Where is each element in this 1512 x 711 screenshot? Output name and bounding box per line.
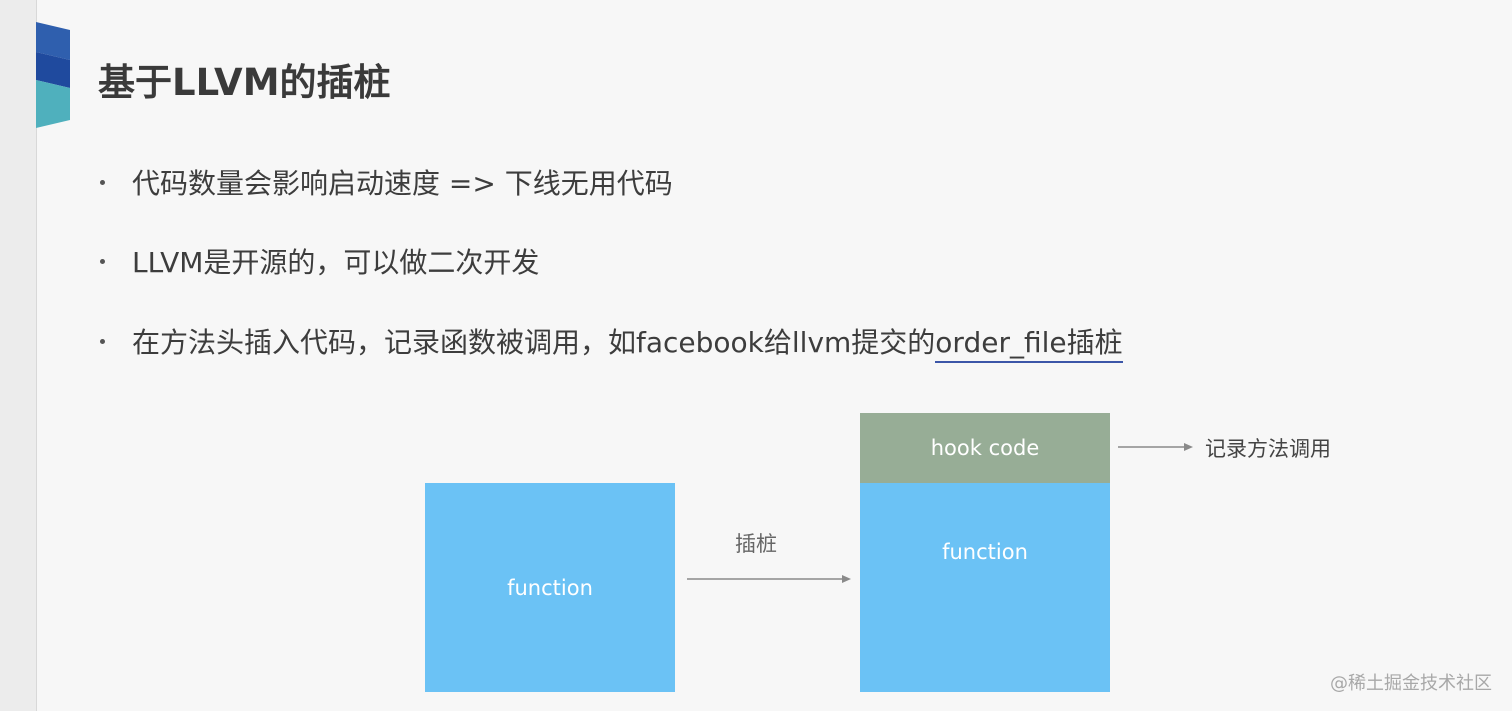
bullet-text: LLVM是开源的，可以做二次开发 (132, 246, 540, 279)
title-accent-decoration (36, 22, 70, 128)
instrument-arrow-label: 插桩 (735, 532, 777, 556)
hook-code-label: hook code (930, 436, 1040, 460)
bullet-text: 代码数量会影响启动速度 => 下线无用代码 (132, 167, 673, 200)
bullet-item-2: LLVM是开源的，可以做二次开发 (100, 241, 539, 281)
bullet-dot (100, 258, 105, 264)
instrument-arrow-icon (687, 575, 851, 583)
function-box-before-label: function (507, 575, 593, 600)
bullet-item-1: 代码数量会影响启动速度 => 下线无用代码 (100, 162, 673, 202)
slide-title: 基于LLVM的插桩 (98, 61, 391, 104)
bullet-dot (100, 338, 105, 344)
order-file-link[interactable]: order_file插桩 (935, 326, 1123, 363)
function-box-after-label: function (942, 540, 1028, 564)
slide-left-margin (0, 0, 36, 711)
record-call-label: 记录方法调用 (1205, 437, 1331, 461)
bullet-dot (100, 179, 105, 185)
hook-code-box: hook code (860, 413, 1110, 483)
watermark: @稀土掘金技术社区 (1330, 673, 1492, 694)
function-box-after: function (860, 483, 1110, 692)
slide-left-divider (36, 0, 37, 711)
bullet-item-3: 在方法头插入代码，记录函数被调用，如facebook给llvm提交的order_… (100, 321, 1123, 363)
bullet-text: 在方法头插入代码，记录函数被调用，如facebook给llvm提交的order_… (132, 321, 1123, 363)
record-arrow-icon (1118, 443, 1193, 451)
function-box-before: function (425, 483, 675, 692)
bullet-text-prefix: 在方法头插入代码，记录函数被调用，如facebook给llvm提交的 (132, 326, 936, 359)
